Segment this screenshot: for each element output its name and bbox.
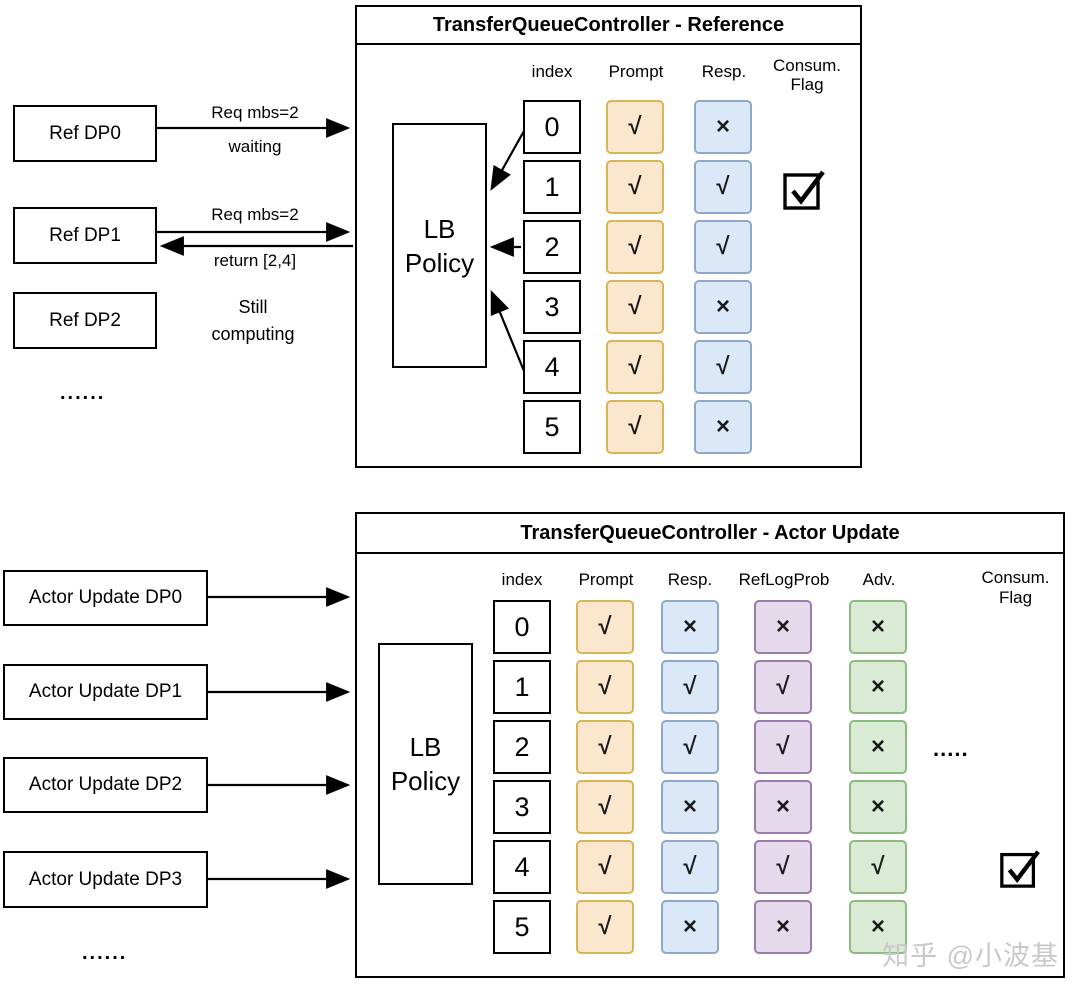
ref-dp0-box: Ref DP0	[13, 105, 157, 162]
index-cell: 2	[493, 720, 551, 774]
ref-dp0-arrow-label-top: Req mbs=2	[211, 103, 299, 122]
header-consum-line1-bottom: Consum.	[981, 568, 1050, 587]
resp-cell: √	[694, 160, 752, 214]
index-cell: 4	[523, 340, 581, 394]
index-cell: 2	[523, 220, 581, 274]
actor-update-panel-title: TransferQueueController - Actor Update	[357, 514, 1063, 554]
actor-dp2-box: Actor Update DP2	[3, 757, 208, 813]
index-cell: 5	[523, 400, 581, 454]
prompt-cell: √	[606, 280, 664, 334]
ref-dp1-arrow-label-bottom: return [2,4]	[213, 251, 297, 270]
ref-dp0-arrow-label-bottom: waiting	[228, 137, 282, 156]
index-cell: 1	[523, 160, 581, 214]
prompt-cell: √	[606, 340, 664, 394]
index-cell: 5	[493, 900, 551, 954]
header-flag-line2-top: Flag	[790, 75, 824, 94]
header-resp-top: Resp.	[701, 62, 747, 81]
watermark: 知乎 @小波基	[882, 941, 1059, 971]
actor-more-dots: ......	[82, 942, 128, 964]
reflogprob-cell: ×	[754, 780, 812, 834]
actor-dp3-box: Actor Update DP3	[3, 851, 208, 908]
adv-cell: ×	[849, 600, 907, 654]
reflogprob-cell: √	[754, 840, 812, 894]
resp-cell: ×	[694, 400, 752, 454]
ref-dp1-arrow-label-top: Req mbs=2	[211, 205, 299, 224]
header-index-bottom: index	[501, 570, 543, 589]
prompt-cell: √	[576, 900, 634, 954]
resp-cell: √	[661, 660, 719, 714]
header-consum-line1-top: Consum.	[772, 56, 842, 75]
index-cell: 0	[523, 100, 581, 154]
header-consum-flag-bottom: Consum. Flag	[968, 568, 1063, 608]
prompt-cell: √	[576, 720, 634, 774]
reflogprob-cell: ×	[754, 900, 812, 954]
resp-cell: ×	[661, 600, 719, 654]
ref-dp1-box: Ref DP1	[13, 207, 157, 264]
prompt-cell: √	[606, 400, 664, 454]
resp-cell: ×	[694, 280, 752, 334]
header-reflogprob-bottom: RefLogProb	[738, 570, 830, 589]
prompt-cell: √	[576, 780, 634, 834]
resp-cell: √	[661, 720, 719, 774]
header-adv-bottom: Adv.	[862, 570, 896, 589]
resp-cell: ×	[661, 900, 719, 954]
ref-dp2-status: Still computing	[211, 297, 295, 344]
prompt-cell: √	[576, 840, 634, 894]
arrow-index0-to-lb	[490, 130, 525, 191]
reference-panel-title: TransferQueueController - Reference	[357, 7, 860, 45]
reflogprob-cell: ×	[754, 600, 812, 654]
prompt-cell: √	[606, 100, 664, 154]
adv-cell: ×	[849, 900, 907, 954]
resp-cell: √	[694, 340, 752, 394]
checked-checkbox-icon	[783, 170, 825, 210]
lb-policy-box-reference: LB Policy	[392, 123, 487, 368]
adv-cell: ×	[849, 660, 907, 714]
adv-cell: ×	[849, 720, 907, 774]
header-consum-flag-top: Consum. Flag	[762, 56, 852, 94]
resp-cell: ×	[694, 100, 752, 154]
prompt-cell: √	[576, 660, 634, 714]
index-cell: 0	[493, 600, 551, 654]
resp-cell: √	[694, 220, 752, 274]
header-prompt-bottom: Prompt	[578, 570, 634, 589]
more-columns-dots: .....	[933, 736, 969, 761]
prompt-cell: √	[606, 220, 664, 274]
checked-checkbox-icon	[1000, 850, 1040, 888]
prompt-cell: √	[606, 160, 664, 214]
index-cell: 3	[493, 780, 551, 834]
reflogprob-cell: √	[754, 720, 812, 774]
adv-cell: √	[849, 840, 907, 894]
reflogprob-cell: √	[754, 660, 812, 714]
header-index-top: index	[531, 62, 573, 81]
header-resp-bottom: Resp.	[667, 570, 713, 589]
resp-cell: ×	[661, 780, 719, 834]
index-cell: 3	[523, 280, 581, 334]
header-prompt-top: Prompt	[608, 62, 664, 81]
prompt-cell: √	[576, 600, 634, 654]
resp-cell: √	[661, 840, 719, 894]
adv-cell: ×	[849, 780, 907, 834]
arrow-index4-to-lb	[490, 289, 526, 372]
header-flag-line2-bottom: Flag	[998, 588, 1033, 607]
index-cell: 1	[493, 660, 551, 714]
lb-policy-box-actor: LB Policy	[378, 643, 473, 885]
index-cell: 4	[493, 840, 551, 894]
ref-dp2-box: Ref DP2	[13, 292, 157, 349]
actor-dp1-box: Actor Update DP1	[3, 664, 208, 720]
ref-more-dots: ......	[60, 382, 106, 404]
actor-dp0-box: Actor Update DP0	[3, 570, 208, 626]
